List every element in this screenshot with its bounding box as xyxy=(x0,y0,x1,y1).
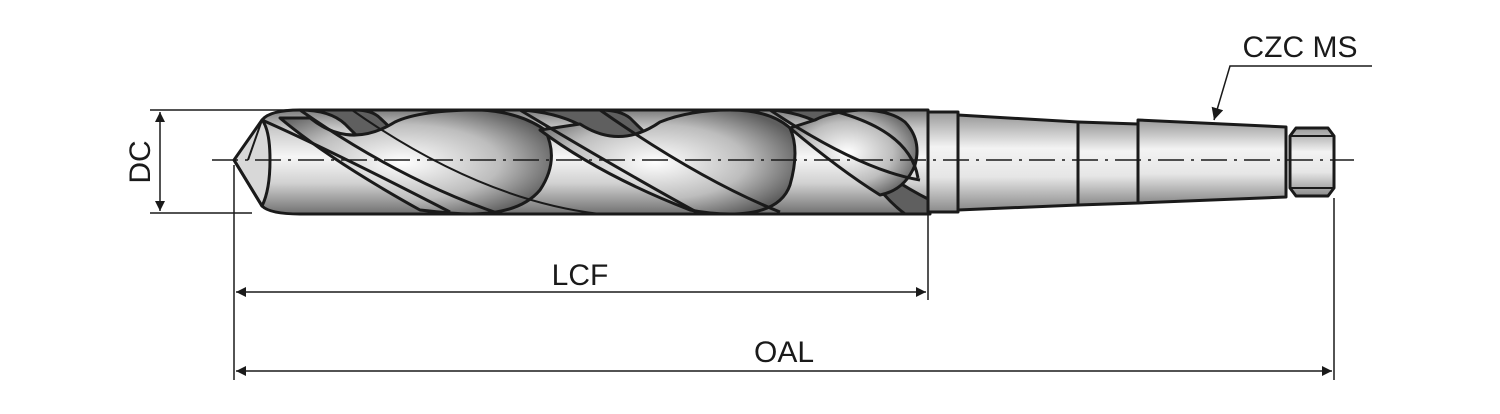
extension-lines xyxy=(150,109,1335,380)
drill-tip xyxy=(232,118,272,208)
drill-flute-body xyxy=(232,108,960,216)
shank-segment-3 xyxy=(1136,118,1288,205)
morse-taper-shank xyxy=(956,113,1336,212)
shank-segment-2 xyxy=(1076,120,1140,207)
shank-segment-1 xyxy=(956,113,1080,212)
czc-label: CZC MS xyxy=(1243,31,1358,64)
land-1 xyxy=(278,108,553,216)
czc-leader-line xyxy=(1211,65,1372,121)
dc-label: DC xyxy=(124,140,157,183)
dimension-lines xyxy=(155,65,1372,376)
neck-band xyxy=(926,110,960,214)
tang xyxy=(1288,126,1336,198)
lcf-label: LCF xyxy=(552,259,609,292)
oal-label: OAL xyxy=(754,336,814,369)
